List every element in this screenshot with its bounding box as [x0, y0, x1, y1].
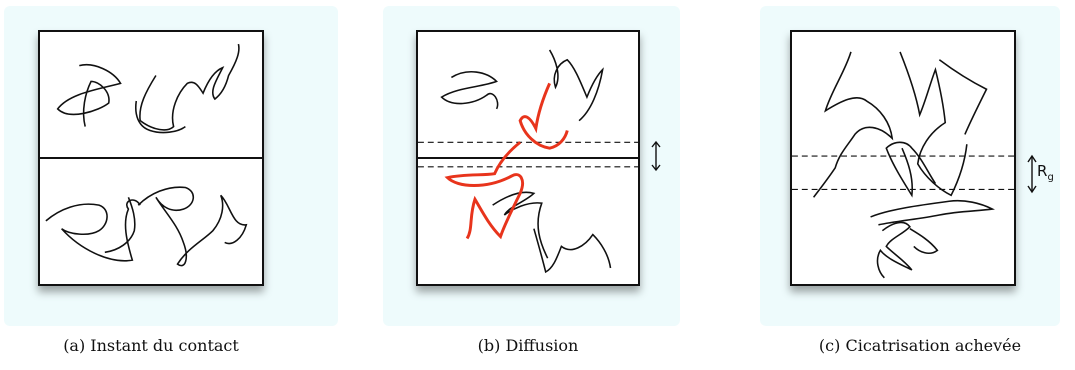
panel-a-frame: [38, 30, 264, 286]
caption-panel-a: (a) Instant du contact: [63, 336, 239, 355]
polymer-chain: [45, 199, 141, 262]
polymer-chain: [139, 43, 240, 131]
polymer-chain: [137, 186, 248, 267]
polymer-chain: [548, 49, 604, 122]
panel-b-frame: [416, 30, 640, 286]
polymer-chain: [876, 221, 913, 279]
polymer-chain: [533, 228, 612, 274]
rg-dimension-arrow: [1027, 154, 1037, 194]
panel-a-drawing: [40, 43, 262, 267]
interface-width-arrow: [651, 140, 661, 172]
polymer-chain: [870, 199, 995, 226]
polymer-chain: [938, 59, 988, 135]
polymer-chain: [104, 197, 136, 254]
diffusing-chain: [518, 82, 569, 150]
caption-panel-b: (b) Diffusion: [477, 336, 579, 355]
diffusing-chain: [444, 141, 524, 240]
polymer-chain: [909, 228, 939, 255]
panel-c-frame: [790, 30, 1016, 286]
polymer-chain: [899, 51, 968, 197]
caption-panel-c: (c) Cicatrisation achevée: [818, 336, 1022, 355]
rg-sub: g: [1047, 172, 1054, 183]
rg-label: Rg: [1037, 162, 1054, 183]
polymer-chain: [56, 64, 122, 127]
polymer-chain: [440, 71, 499, 110]
polymer-chain: [135, 100, 186, 134]
rg-main: R: [1037, 162, 1048, 180]
polymer-chain: [885, 141, 937, 198]
panel-b-drawing: [418, 49, 638, 274]
polymer-chain: [812, 51, 894, 198]
panel-c-drawing: [792, 51, 1014, 279]
